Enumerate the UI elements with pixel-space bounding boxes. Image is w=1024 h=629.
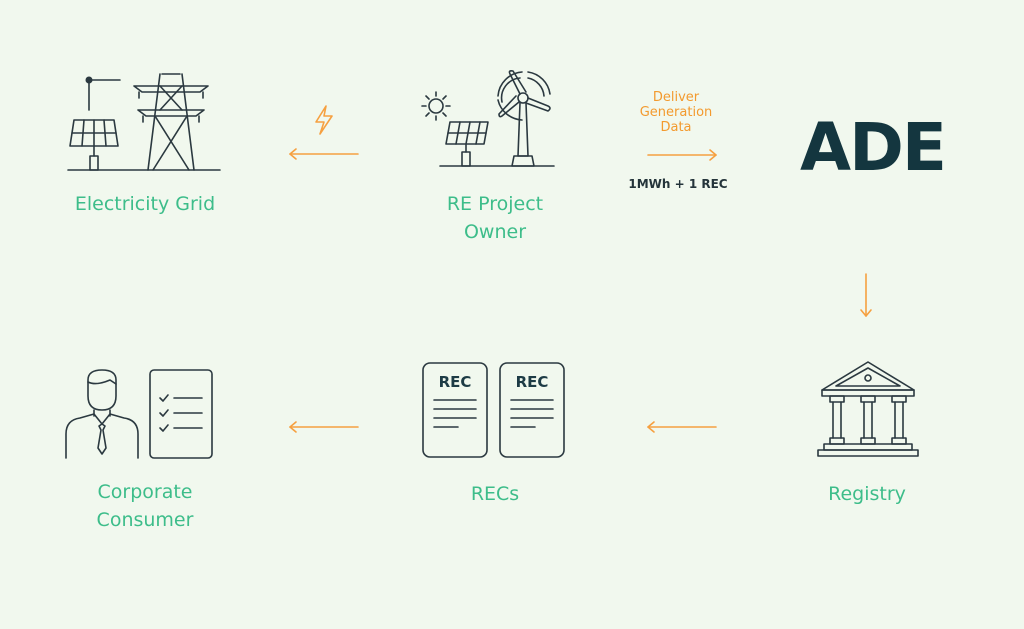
electricity-grid-icon [67, 73, 221, 171]
deliver-generation-data-label: Deliver Generation Data [620, 90, 732, 135]
rec-doc-1-title: REC [439, 373, 472, 391]
arrow-owner-to-grid [289, 148, 359, 160]
arrow-ade-to-registry [860, 273, 872, 317]
deliver-label-line1: Deliver [652, 90, 700, 105]
recs-label: RECs [470, 483, 520, 505]
registry-label: Registry [828, 483, 906, 505]
corporate-consumer-label-line2: Consumer [96, 509, 194, 531]
corporate-consumer-label: Corporate Consumer [50, 478, 240, 534]
arrow-recs-to-consumer [289, 421, 359, 433]
ade-logo: ADE [800, 109, 947, 186]
mwh-rec-label: 1MWh + 1 REC [628, 177, 728, 191]
deliver-label-line3: Data [660, 120, 692, 135]
re-project-owner-label-line1: RE Project [446, 193, 544, 215]
registry-building-icon [817, 361, 919, 457]
corporate-consumer-label-line1: Corporate [97, 481, 193, 503]
re-project-owner-label: RE Project Owner [400, 190, 590, 246]
arrow-registry-to-recs [647, 421, 717, 433]
arrow-owner-to-ade [647, 149, 717, 161]
deliver-label-line2: Generation [639, 105, 713, 120]
corporate-consumer-icon [65, 369, 213, 459]
lightning-icon [315, 105, 333, 135]
re-project-owner-icon [421, 70, 555, 167]
electricity-grid-label: Electricity Grid [74, 193, 216, 215]
re-project-owner-label-line2: Owner [463, 221, 527, 243]
rec-documents-icon: REC REC [422, 362, 565, 458]
rec-doc-2-title: REC [516, 373, 549, 391]
